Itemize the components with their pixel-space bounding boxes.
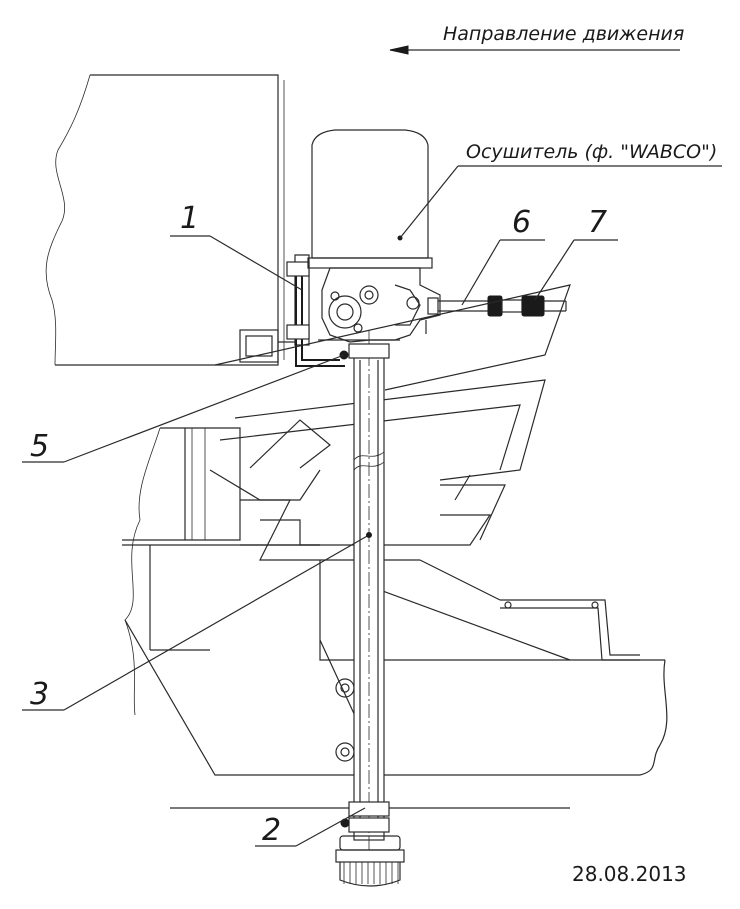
callout-3-number: 3 (30, 677, 49, 712)
callout-6-number: 6 (512, 205, 531, 240)
vertical-tube (339, 330, 390, 850)
air-dryer (307, 129, 441, 343)
callout-5: 5 (22, 354, 345, 464)
frame-bolts (335, 678, 355, 762)
dryer-callout: Осушитель (ф. "WABCO") (399, 141, 722, 239)
callout-7-number: 7 (588, 205, 607, 240)
direction-arrow-icon (389, 45, 440, 55)
callout-6: 6 (461, 205, 545, 306)
direction-header: Направление движения (389, 23, 684, 55)
drawing-date: 28.08.2013 (572, 862, 687, 886)
direction-label: Направление движения (443, 23, 684, 45)
cab-wall (45, 74, 285, 366)
drain-valve (335, 835, 405, 887)
callout-1-number: 1 (180, 201, 199, 236)
callout-1: 1 (170, 201, 303, 291)
frame-background (122, 284, 668, 776)
callout-2: 2 (255, 807, 366, 848)
callout-3: 3 (22, 532, 372, 712)
pipe-6-assembly (438, 295, 567, 317)
callout-5-number: 5 (30, 429, 49, 464)
mounting-bracket (239, 254, 345, 367)
callout-7: 7 (534, 205, 618, 301)
callout-2-number: 2 (262, 813, 281, 848)
dryer-label: Осушитель (ф. "WABCO") (466, 141, 717, 163)
